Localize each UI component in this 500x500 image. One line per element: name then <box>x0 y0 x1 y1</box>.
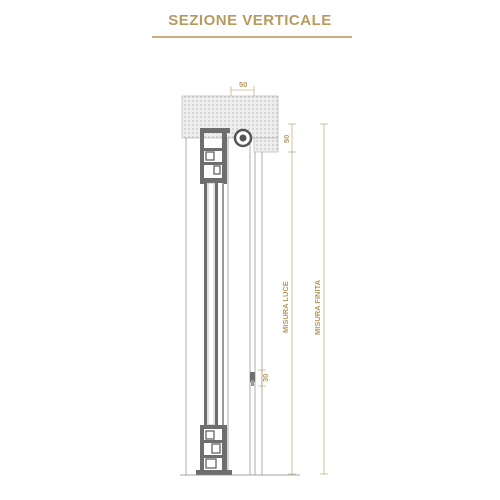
title-underline <box>152 36 352 38</box>
dimension-finished-height <box>320 123 328 475</box>
dimension-finished-height-label: MISURA FINITA <box>313 279 322 335</box>
dimension-clear-height <box>288 152 296 475</box>
dimension-small-label: 30 <box>261 374 270 382</box>
dimension-box-height-label: 50 <box>282 135 291 143</box>
glazing-bars <box>204 182 224 426</box>
dimension-clear-height-label: MISURA LUCE <box>281 281 290 333</box>
top-profile-detail <box>205 151 221 175</box>
section-title: SEZIONE VERTICALE <box>168 12 332 29</box>
dimension-top-label: 50 <box>239 80 247 89</box>
shutter-bottom-bar <box>250 372 255 386</box>
bottom-profile <box>196 425 232 475</box>
top-profile <box>200 128 230 184</box>
dimension-top <box>230 86 255 96</box>
dimension-small <box>258 369 266 387</box>
bottom-profile-detail <box>205 430 221 469</box>
frame-lines <box>185 138 263 475</box>
housing-box-lower <box>253 137 279 153</box>
